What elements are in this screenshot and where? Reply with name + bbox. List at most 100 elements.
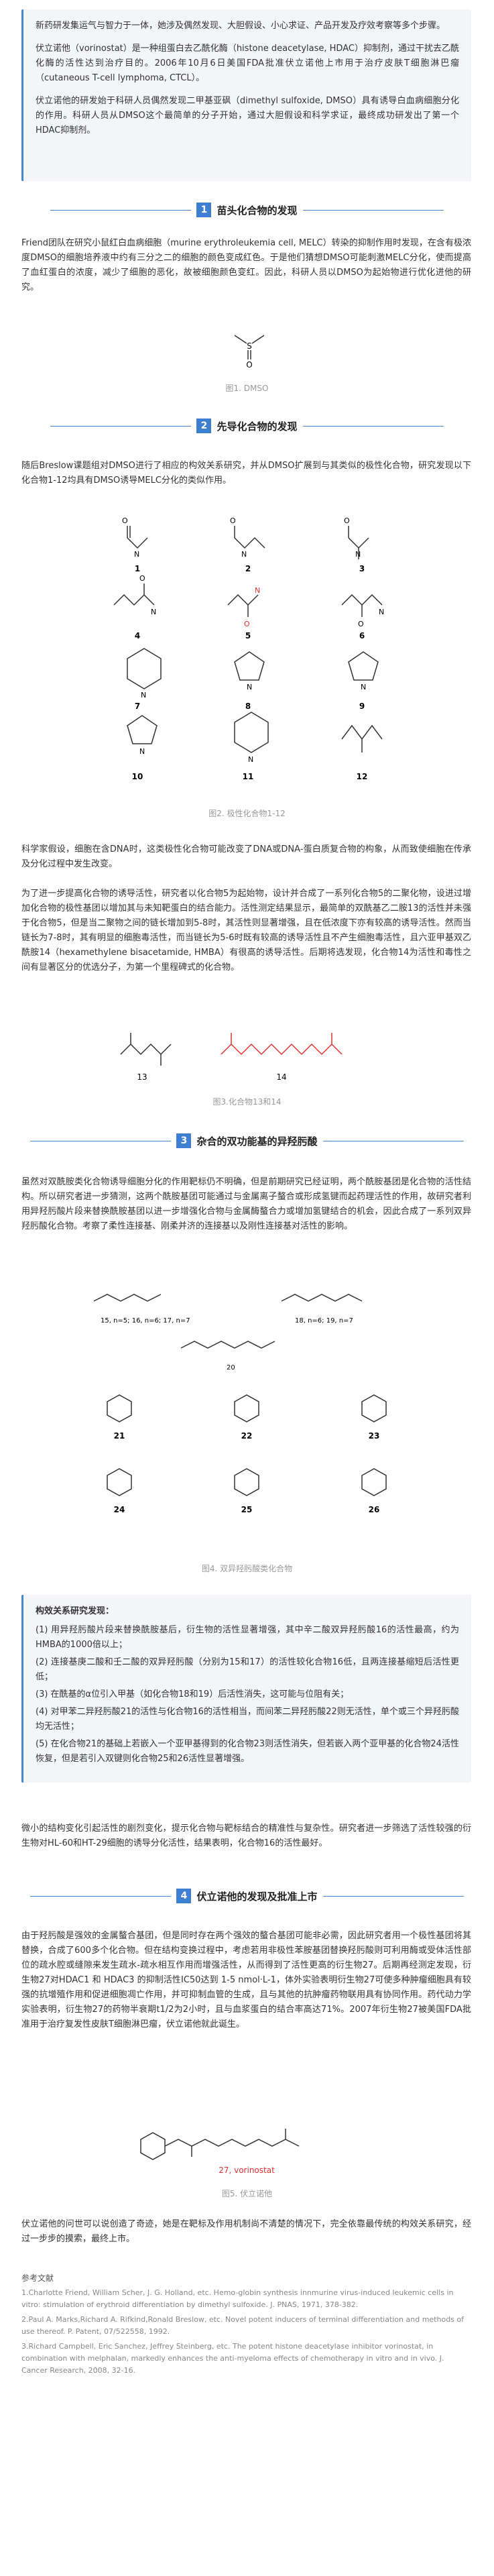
- sar-title: 构效关系研究发现：: [36, 1606, 115, 1616]
- compound-number-25: 25: [241, 1505, 253, 1514]
- section-2-text-3: 为了进一步提高化合物的诱导活性，研究者以化合物5为起始物，设计并合成了一系列化合…: [21, 889, 471, 972]
- reference-1: 1.Charlotte Friend, William Scher, J. G.…: [21, 2288, 454, 2309]
- section-number: 1: [196, 203, 212, 217]
- compound-number-26: 26: [369, 1505, 380, 1514]
- section-1-header: 1 苗头化合物的发现: [0, 203, 494, 217]
- compound-number-1: 1: [135, 564, 140, 573]
- svg-text:N: N: [248, 755, 253, 764]
- divider: [50, 209, 192, 211]
- vorinostat-structure: 27, vorinostat: [140, 2129, 300, 2175]
- section-4-text-2: 伏立诺他的问世可以说创造了奇迹，她是在靶标及作用机制尚不清楚的情况下，完全依靠最…: [21, 2219, 471, 2244]
- hydroxamic-acid-structures: 15, n=5; 16, n=6; 17, n=7 18, n=6; 19, n…: [93, 1294, 387, 1514]
- compounds-13-14-structures: 13 14: [120, 1033, 343, 1082]
- section-title: 杂合的双功能基的异羟肟酸: [196, 1135, 318, 1147]
- figure-5-caption: 图5. 伏立诺他: [221, 2189, 273, 2198]
- svg-text:N: N: [361, 683, 366, 691]
- section-3-text-2: 微小的结构变化引起活性的剧烈变化，提示化合物与靶标结合的精准性与复杂性。研究者进…: [21, 1824, 471, 1848]
- svg-text:N: N: [241, 550, 247, 559]
- compound-number-6: 6: [359, 631, 365, 640]
- divider: [30, 1895, 172, 1897]
- svg-text:O: O: [122, 516, 128, 525]
- reference-2: 2.Paul A. Marks,Richard A. Rifkind,Ronal…: [21, 2315, 465, 2336]
- svg-text:N: N: [355, 550, 361, 559]
- compound-number-3: 3: [359, 564, 365, 573]
- figure-dmso: S O: [0, 315, 494, 370]
- svg-text:N: N: [151, 608, 156, 616]
- section-number: 4: [176, 1889, 192, 1903]
- compound-20-label: 20: [227, 1364, 235, 1371]
- sar-card: 构效关系研究发现： (1) 用异羟肟酸片段来替换酰胺基后，衍生物的活性显著增强，…: [21, 1595, 471, 1783]
- svg-text:O: O: [139, 574, 145, 583]
- section-2-text-2: 科学家假设，细胞在含DNA时，这类极性化合物可能改变了DNA或DNA-蛋白质复合…: [21, 844, 471, 869]
- section-title: 苗头化合物的发现: [217, 204, 298, 217]
- compound-number-2: 2: [245, 564, 251, 573]
- section-4-header: 4 伏立诺他的发现及批准上市: [0, 1889, 494, 1903]
- section-4-text: 由于羟肟酸是强效的金属螯合基团，但是同时存在两个强效的螯合基团可能非必需，因此研…: [21, 1931, 471, 2029]
- intro-paragraph-1: 新药研发集运气与智力于一体，她涉及偶然发现、大胆假设、小心求证、产品开发及疗效考…: [36, 21, 446, 31]
- section-2-text: 随后Breslow课题组对DMSO进行了相应的构效关系研究，并从DMSO扩展到与…: [21, 461, 471, 486]
- compounds-18-19-label: 18, n=6; 19, n=7: [295, 1317, 353, 1325]
- svg-text:O: O: [244, 620, 250, 628]
- compound-number-12: 12: [357, 772, 368, 781]
- atom-s: S: [247, 341, 252, 351]
- section-title: 先导化合物的发现: [217, 420, 298, 433]
- svg-text:N: N: [247, 683, 252, 691]
- figure-compounds-13-14: 13 14: [0, 1014, 494, 1088]
- sar-item-5: (5) 在化合物21的基础上若嵌入一个亚甲基得到的化合物23则活性消失，但若嵌入…: [36, 1739, 459, 1764]
- divider: [302, 425, 444, 427]
- svg-text:O: O: [344, 516, 350, 525]
- compound-number-22: 22: [241, 1431, 253, 1441]
- section-number: 2: [196, 418, 212, 433]
- svg-text:N: N: [134, 550, 139, 559]
- svg-text:N: N: [255, 586, 260, 595]
- figure-1-caption: 图1. DMSO: [225, 384, 269, 393]
- compound-number-21: 21: [114, 1431, 125, 1441]
- sar-item-4: (4) 对甲苯二异羟肟酸21的活性与化合物16的活性相当，而间苯二异羟肟酸22则…: [36, 1707, 459, 1732]
- section-3-text: 虽然对双酰胺类化合物诱导细胞分化的作用靶标仍不明确，但是前期研究已经证明，两个酰…: [21, 1177, 471, 1231]
- compound-27-label: 27, vorinostat: [219, 2166, 275, 2175]
- section-3-header: 3 杂合的双功能基的异羟肟酸: [0, 1133, 494, 1148]
- compound-number-10: 10: [132, 772, 143, 781]
- figure-2-caption: 图2. 极性化合物1-12: [208, 809, 286, 818]
- svg-text:O: O: [230, 516, 236, 525]
- section-2-header: 2 先导化合物的发现: [0, 418, 494, 433]
- figure-vorinostat: 27, vorinostat: [0, 2106, 494, 2180]
- reference-3: 3.Richard Campbell, Eric Sanchez, Jeffre…: [21, 2342, 444, 2375]
- compounds-15-17-label: 15, n=5; 16, n=6; 17, n=7: [101, 1317, 190, 1325]
- compound-number-7: 7: [135, 702, 140, 711]
- figure-3-caption: 图3.化合物13和14: [212, 1097, 282, 1107]
- sar-item-3: (3) 在酰基的α位引入甲基（如化合物18和19）后活性消失，这可能与位阻有关；: [36, 1689, 349, 1699]
- intro-paragraph-2: 伏立诺他（vorinostat）是一种组蛋白去乙酰化酶（histone deac…: [36, 44, 459, 83]
- divider: [322, 1895, 464, 1897]
- compound-number-labels-21-26: 21 22 23 24 25 26: [114, 1431, 380, 1514]
- divider: [50, 425, 192, 427]
- divider: [302, 209, 444, 211]
- sar-item-1: (1) 用异羟肟酸片段来替换酰胺基后，衍生物的活性显著增强，其中辛二酸双异羟肟酸…: [36, 1625, 459, 1650]
- svg-text:N: N: [139, 747, 145, 756]
- svg-text:O: O: [358, 620, 364, 628]
- compound-14-label: 14: [276, 1072, 286, 1082]
- section-title: 伏立诺他的发现及批准上市: [196, 1890, 318, 1903]
- svg-text:N: N: [141, 691, 146, 699]
- sar-item-2: (2) 连接基庚二酸和壬二酸的双异羟肟酸（分别为15和17）的活性较化合物16低…: [36, 1657, 459, 1682]
- compound-number-11: 11: [243, 772, 254, 781]
- references: 参考文献 1.Charlotte Friend, William Scher, …: [21, 2272, 471, 2377]
- references-heading: 参考文献: [21, 2274, 54, 2283]
- section-number: 3: [176, 1133, 192, 1148]
- figure-hydroxamic-acids: 15, n=5; 16, n=6; 17, n=7 18, n=6; 19, n…: [0, 1274, 494, 1556]
- atom-o: O: [246, 360, 252, 369]
- svg-text:N: N: [379, 608, 384, 616]
- compound-number-23: 23: [369, 1431, 380, 1441]
- section-1-text: Friend团队在研究小鼠红白血病细胞（murine erythroleukem…: [21, 238, 471, 292]
- compound-number-24: 24: [114, 1505, 125, 1514]
- compound-number-9: 9: [359, 702, 365, 711]
- figure-4-caption: 图4. 双异羟肟酸类化合物: [201, 1564, 293, 1573]
- compound-number-5: 5: [245, 631, 251, 640]
- intro-card: 新药研发集运气与智力于一体，她涉及偶然发现、大胆假设、小心求证、产品开发及疗效考…: [21, 9, 471, 181]
- compound-number-8: 8: [245, 702, 251, 711]
- compound-13-label: 13: [137, 1072, 147, 1082]
